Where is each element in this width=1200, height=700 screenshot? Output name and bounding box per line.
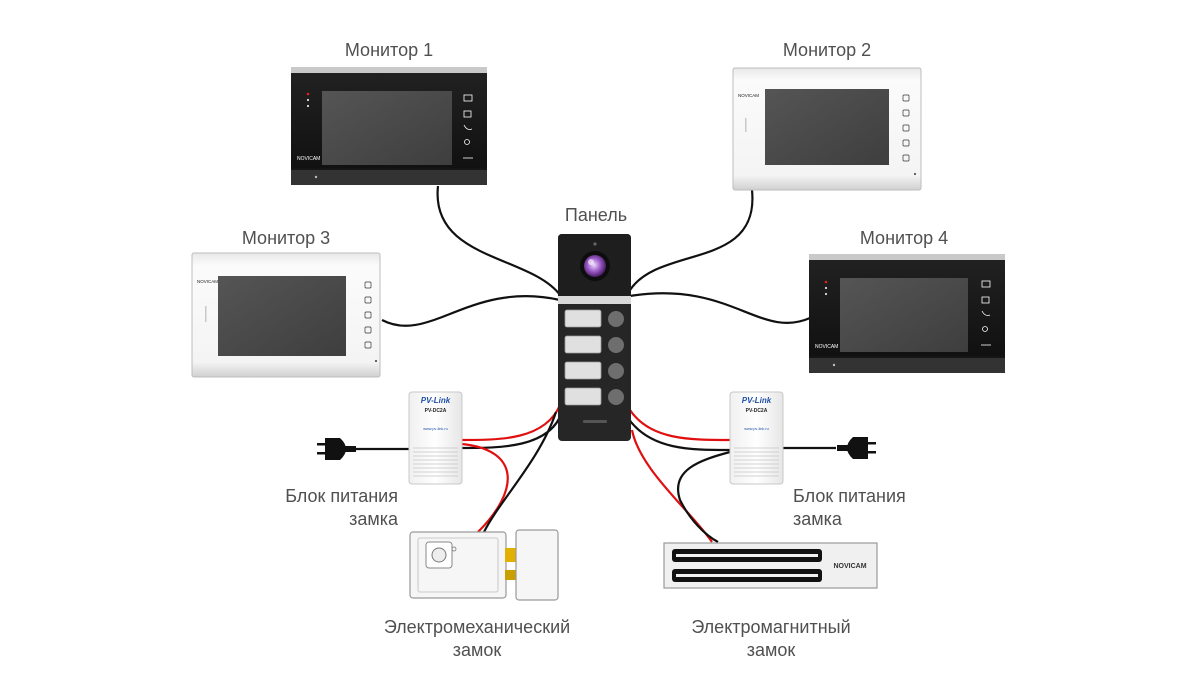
monitor3-side-icons — [364, 281, 372, 349]
label-psu-left-line2: замка — [349, 509, 398, 529]
electromechanical-lock — [409, 529, 559, 601]
brand-logo-monitor3: NOVICAM — [197, 279, 218, 284]
label-psu-left-line1: Блок питания — [285, 486, 398, 506]
monitor1-side-icons — [463, 94, 473, 159]
wire-monitor3-panel — [381, 295, 561, 327]
wire-monitor2-panel — [629, 189, 754, 291]
brand-logo-monitor1: NOVICAM — [297, 156, 320, 162]
label-lock-magnetic-line1: Электромагнитный — [691, 617, 851, 637]
label-psu-left: Блок питания замка — [285, 485, 398, 531]
power-plug-left-icon — [317, 438, 356, 460]
label-psu-right: Блок питания замка — [793, 485, 906, 531]
power-plug-right-icon — [837, 437, 876, 459]
label-psu-right-line1: Блок питания — [793, 486, 906, 506]
psu-left-brand: PV-Link — [421, 396, 451, 405]
monitor2-side-icons — [902, 94, 910, 162]
label-lock-mechanical-line1: Электромеханический — [383, 617, 571, 637]
wire-psu-lock-mech-black — [483, 411, 558, 533]
power-supply-left: PV-Link PV-DC2A www.pv-link.ru — [408, 391, 463, 485]
door-panel — [558, 234, 631, 441]
electromagnetic-lock: NOVICAM — [663, 542, 878, 589]
wires — [356, 185, 836, 543]
monitor-2: NOVICAM — [732, 67, 922, 191]
psu-right-brand: PV-Link — [742, 396, 772, 405]
monitor4-side-icons — [981, 280, 991, 346]
brand-logo-monitor2: NOVICAM — [738, 93, 759, 98]
label-panel: Панель — [564, 205, 628, 225]
psu-right-model: PV-DC2A — [746, 408, 768, 414]
label-monitor-2: Монитор 2 — [782, 40, 872, 60]
label-lock-mechanical: Электромеханический замок — [384, 616, 570, 662]
psu-right-url: www.pv-link.ru — [744, 427, 768, 431]
wire-psu-lock-mech-red — [461, 442, 509, 533]
wire-panel-psu-right-black — [627, 417, 731, 452]
wire-monitor1-panel — [436, 185, 561, 296]
label-lock-magnetic-line2: замок — [746, 640, 796, 660]
wire-panel-psu-right-red — [629, 409, 731, 442]
psu-left-url: www.pv-link.ru — [423, 427, 447, 431]
label-monitor-1: Монитор 1 — [344, 40, 434, 60]
psu-right-vents — [734, 447, 779, 477]
psu-left-vents — [413, 447, 458, 477]
brand-logo-monitor4: NOVICAM — [815, 344, 838, 350]
psu-left-model: PV-DC2A — [425, 408, 447, 414]
label-monitor-3: Монитор 3 — [241, 228, 331, 248]
wire-panel-psu-left-black — [461, 411, 564, 450]
label-lock-magnetic: Электромагнитный замок — [691, 616, 850, 662]
label-monitor-4: Монитор 4 — [859, 228, 949, 248]
brand-logo-maglock: NOVICAM — [833, 563, 866, 570]
wire-lock-mag-black — [677, 450, 731, 543]
power-supply-right: PV-Link PV-DC2A www.pv-link.ru — [729, 391, 784, 485]
monitor-1: NOVICAM — [291, 67, 487, 185]
label-psu-right-line2: замка — [793, 509, 842, 529]
monitor-3: NOVICAM — [191, 252, 381, 378]
call-buttons — [564, 309, 624, 406]
monitor-4: NOVICAM — [809, 254, 1005, 373]
wire-monitor4-panel — [629, 292, 811, 324]
label-lock-mechanical-line2: замок — [452, 640, 502, 660]
